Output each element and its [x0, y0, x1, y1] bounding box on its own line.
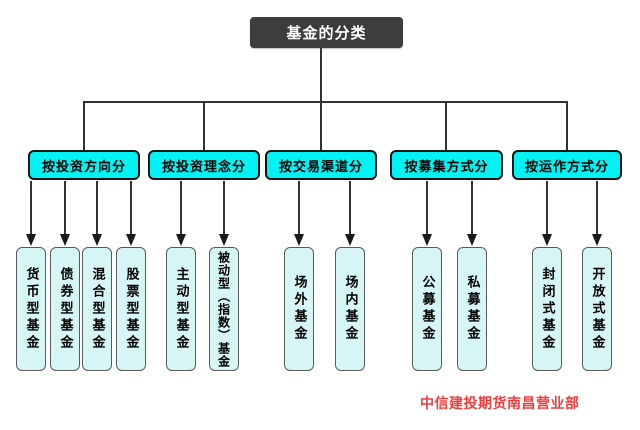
leaf-node-closed-end-fund: 封闭式基金	[532, 247, 562, 371]
connector-stub-branch-5	[566, 102, 568, 150]
connector-root-drop	[320, 48, 322, 102]
leaf-node-bond-fund: 债券型基金	[50, 247, 80, 371]
connector-leaf-line	[64, 181, 66, 235]
down-arrow-icon	[26, 234, 36, 246]
connector-stub-branch-3	[320, 102, 322, 150]
connector-horizontal-bar	[83, 101, 568, 103]
down-arrow-icon	[592, 234, 602, 246]
root-node-title: 基金的分类	[250, 17, 403, 48]
connector-leaf-line	[426, 181, 428, 235]
down-arrow-icon	[345, 234, 355, 246]
connector-leaf-line	[349, 181, 351, 235]
branch-node-investment-philosophy: 按投资理念分	[148, 150, 260, 180]
connector-stub-branch-1	[83, 102, 85, 150]
leaf-node-public-fund: 公募基金	[412, 247, 442, 371]
leaf-node-passive-index-fund: 被动型（指数）基金	[209, 247, 239, 371]
connector-leaf-line	[546, 181, 548, 235]
leaf-node-active-fund: 主动型基金	[166, 247, 196, 371]
down-arrow-icon	[60, 234, 70, 246]
connector-leaf-line	[471, 181, 473, 235]
branch-node-investment-direction: 按投资方向分	[28, 150, 140, 180]
leaf-node-private-fund: 私募基金	[457, 247, 487, 371]
down-arrow-icon	[294, 234, 304, 246]
connector-leaf-line	[298, 181, 300, 235]
down-arrow-icon	[176, 234, 186, 246]
connector-leaf-line	[180, 181, 182, 235]
connector-leaf-line	[30, 181, 32, 235]
branch-node-fundraising-method: 按募集方式分	[390, 150, 503, 180]
branch-node-trading-channel: 按交易渠道分	[265, 150, 377, 180]
leaf-node-exchange-fund: 场内基金	[335, 247, 365, 371]
connector-leaf-line	[96, 181, 98, 235]
leaf-node-open-end-fund: 开放式基金	[582, 247, 612, 371]
leaf-node-hybrid-fund: 混合型基金	[82, 247, 112, 371]
branch-node-operation-mode: 按运作方式分	[512, 150, 622, 180]
down-arrow-icon	[542, 234, 552, 246]
connector-leaf-line	[223, 181, 225, 235]
leaf-node-otc-fund: 场外基金	[284, 247, 314, 371]
leaf-node-money-fund: 货币型基金	[16, 247, 46, 371]
watermark-text: 中信建投期货南昌营业部	[420, 396, 580, 412]
connector-leaf-line	[596, 181, 598, 235]
down-arrow-icon	[126, 234, 136, 246]
down-arrow-icon	[219, 234, 229, 246]
connector-stub-branch-4	[445, 102, 447, 150]
connector-leaf-line	[130, 181, 132, 235]
down-arrow-icon	[467, 234, 477, 246]
leaf-node-stock-fund: 股票型基金	[116, 247, 146, 371]
down-arrow-icon	[422, 234, 432, 246]
connector-stub-branch-2	[203, 102, 205, 150]
down-arrow-icon	[92, 234, 102, 246]
